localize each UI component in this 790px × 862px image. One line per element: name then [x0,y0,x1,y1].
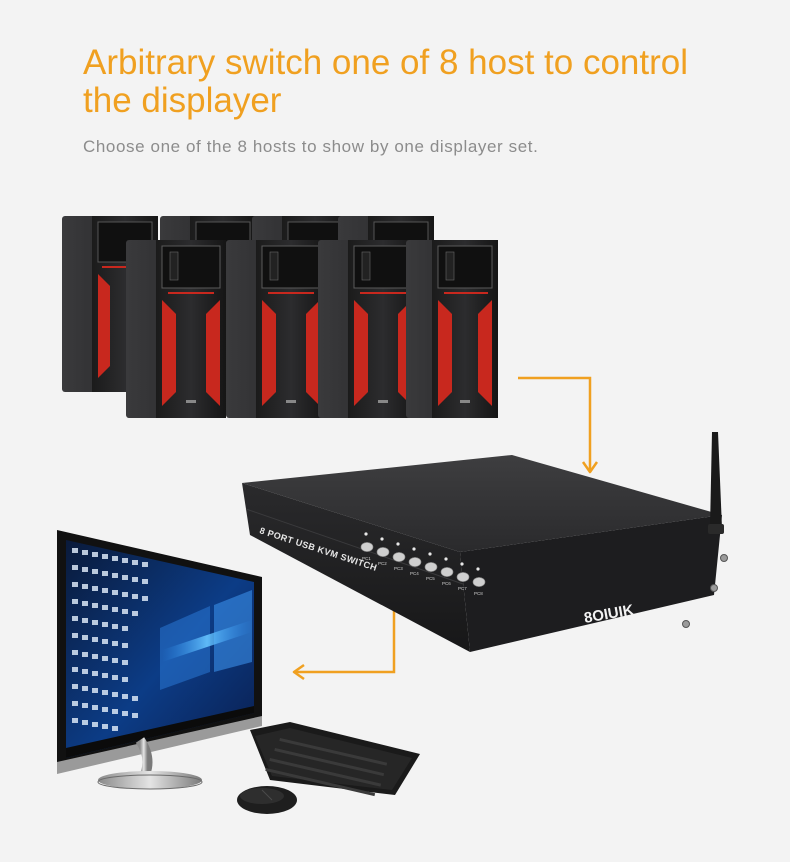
port-button-pc8[interactable]: PC8 [472,567,486,596]
port-buttons: PC1 PC2 PC3 PC4 PC5 [360,532,486,596]
port-button-pc4[interactable]: PC4 [408,547,422,576]
port-label: PC8 [474,591,483,596]
page-subtitle: Choose one of the 8 hosts to show by one… [83,137,539,156]
port-button-pc2[interactable]: PC2 [376,537,390,566]
keyboard-icon [250,722,420,797]
kvm-switch: 8 PORT USB KVM SWITCH PC1 PC2 PC3 PC4 [242,455,728,652]
port-label: PC5 [426,576,435,581]
port-button-pc5[interactable]: PC5 [424,552,438,581]
port-label: PC7 [458,586,467,591]
port-button-pc3[interactable]: PC3 [392,542,406,571]
port-label: PC4 [410,571,419,576]
arrow-hosts-to-switch [518,376,599,474]
port-label: PC6 [442,581,451,586]
port-label: PC3 [394,566,403,571]
port-label: PC1 [362,556,371,561]
desktop-icon-grid [72,548,148,731]
port-button-pc1[interactable]: PC1 [360,532,374,561]
antenna-icon [708,432,724,534]
monitor-icon [57,530,262,790]
title-line-2: the displayer [83,81,282,120]
mouse-icon [237,786,297,814]
pc-tower-icon [318,240,418,418]
pc-tower-icon [126,240,226,418]
title-line-1: Arbitrary switch one of 8 host to contro… [83,43,688,82]
host-computers [62,216,498,418]
port-button-pc7[interactable]: PC7 [456,562,470,591]
arrow-switch-to-monitor [292,598,396,681]
port-button-pc6[interactable]: PC6 [440,557,454,586]
pc-tower-icon [226,240,326,418]
port-label: PC2 [378,561,387,566]
page-title: Arbitrary switch one of 8 host to contro… [83,44,743,120]
pc-tower-icon [406,240,498,418]
